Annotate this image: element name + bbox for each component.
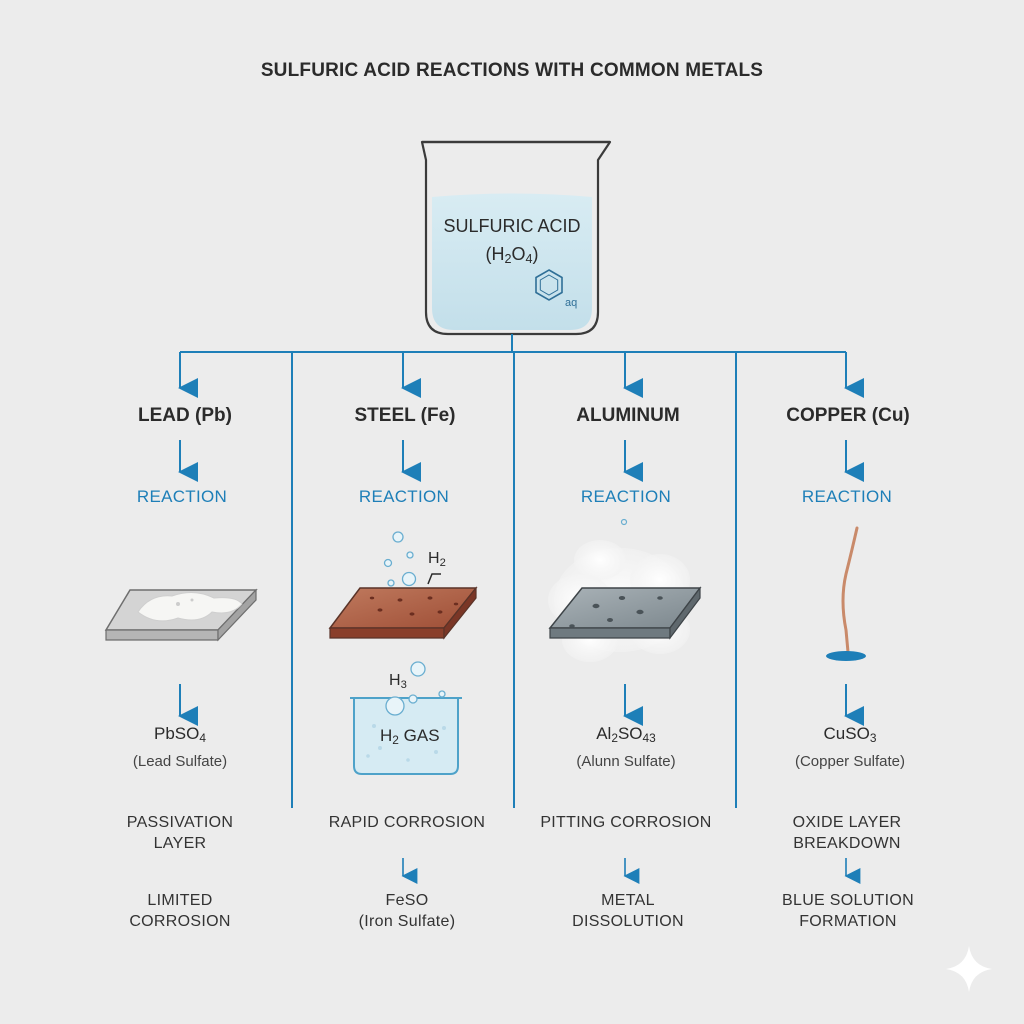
metal-label-lead: LEAD (Pb) — [138, 405, 232, 426]
lead-plate-illustration — [104, 588, 258, 642]
gas-container-illustration — [350, 661, 462, 775]
product-lead: PbSO4 (Lead Sulfate) — [132, 724, 228, 770]
gas-label-h2: H2 — [428, 550, 446, 569]
gas-label-h3: H3 — [389, 672, 407, 691]
reaction-label-aluminum: REACTION — [580, 487, 672, 506]
blue-solution-puddle — [826, 651, 866, 661]
steel-plate-illustration — [328, 531, 478, 640]
reaction-label-lead: REACTION — [136, 487, 228, 506]
beaker-liquid — [432, 193, 592, 330]
container-label: H2 GAS — [380, 726, 440, 747]
note-steel: RAPID CORROSION — [328, 814, 486, 831]
sparkle-icon — [946, 946, 992, 992]
beaker — [420, 140, 612, 336]
beaker-label: SULFURIC ACID (H2O4) — [412, 212, 612, 273]
note-aluminum: PITTING CORROSION — [540, 814, 712, 831]
acid-formula: (H2O4) — [485, 244, 539, 267]
aq-label: aq — [565, 297, 578, 309]
acid-name: SULFURIC ACID — [443, 216, 581, 236]
product-aluminum: Al2SO43 (Alunn Sulfate) — [576, 724, 676, 770]
final-steel: FeSO(Iron Sulfate) — [358, 892, 456, 930]
hydrogen-bubbles — [383, 531, 417, 587]
diagram-title: SULFURIC ACID REACTIONS WITH COMMON META… — [260, 60, 764, 81]
metal-label-aluminum: ALUMINUM — [576, 405, 680, 426]
benzene-ring-icon — [535, 269, 563, 301]
sulfate-layer — [137, 592, 243, 622]
product-copper: CuSO3 (Copper Sulfate) — [794, 724, 906, 770]
aluminum-plate-illustration — [548, 518, 702, 662]
reaction-label-steel: REACTION — [358, 487, 450, 506]
beaker-glass — [420, 140, 612, 336]
copper-wire-illustration — [826, 526, 866, 661]
connector-lines — [178, 334, 864, 884]
metal-label-copper: COPPER (Cu) — [786, 405, 910, 426]
reaction-label-copper: REACTION — [801, 487, 893, 506]
metal-label-steel: STEEL (Fe) — [354, 405, 456, 426]
